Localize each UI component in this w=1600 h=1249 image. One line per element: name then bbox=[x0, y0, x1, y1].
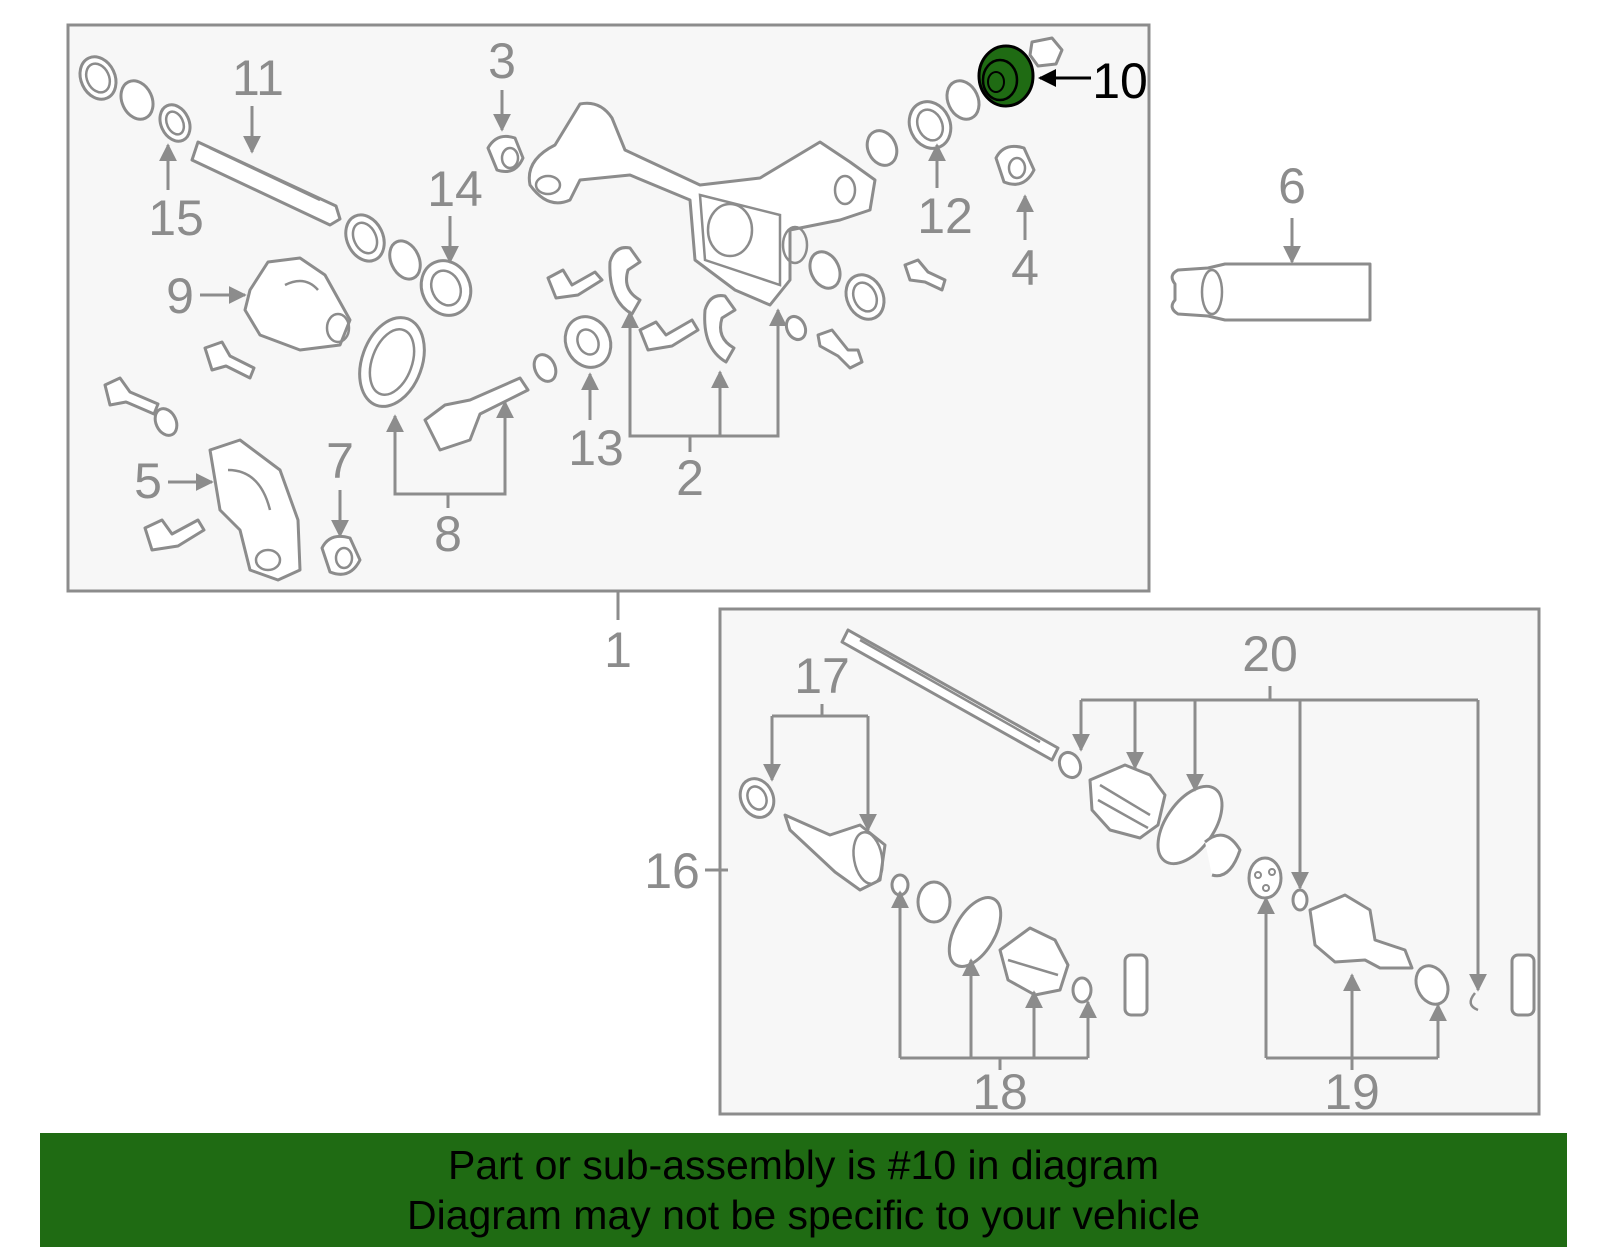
callout-1: 1 bbox=[604, 622, 632, 678]
info-banner: Part or sub-assembly is #10 in diagram D… bbox=[40, 1133, 1567, 1247]
callout-18: 18 bbox=[972, 1064, 1028, 1120]
part-10-highlight[interactable] bbox=[977, 44, 1035, 108]
parts-lower bbox=[738, 628, 1536, 1017]
callout-3: 3 bbox=[488, 33, 516, 89]
callout-6: 6 bbox=[1278, 158, 1306, 214]
callout-4: 4 bbox=[1011, 240, 1039, 296]
callout-2: 2 bbox=[676, 450, 704, 506]
callout-9: 9 bbox=[166, 268, 194, 324]
callout-8: 8 bbox=[434, 506, 462, 562]
callout-10: 10 bbox=[1092, 53, 1148, 109]
callout-20: 20 bbox=[1242, 626, 1298, 682]
callout-5: 5 bbox=[134, 453, 162, 509]
callout-12: 12 bbox=[917, 188, 973, 244]
callout-7: 7 bbox=[326, 433, 354, 489]
callout-11: 11 bbox=[232, 50, 284, 106]
callout-labels: 1 2 3 4 5 6 7 8 9 10 11 12 13 14 15 16 1… bbox=[134, 33, 1380, 1120]
banner-line-1: Part or sub-assembly is #10 in diagram bbox=[448, 1142, 1159, 1188]
callout-17: 17 bbox=[794, 648, 850, 704]
callout-19: 19 bbox=[1324, 1064, 1380, 1120]
callout-15: 15 bbox=[148, 190, 204, 246]
callout-14: 14 bbox=[427, 161, 483, 217]
leader-lines bbox=[159, 69, 1487, 1070]
banner-line-2: Diagram may not be specific to your vehi… bbox=[406, 1192, 1200, 1238]
callout-16: 16 bbox=[644, 843, 700, 899]
parts-upper bbox=[78, 36, 1372, 582]
callout-13: 13 bbox=[568, 420, 624, 476]
